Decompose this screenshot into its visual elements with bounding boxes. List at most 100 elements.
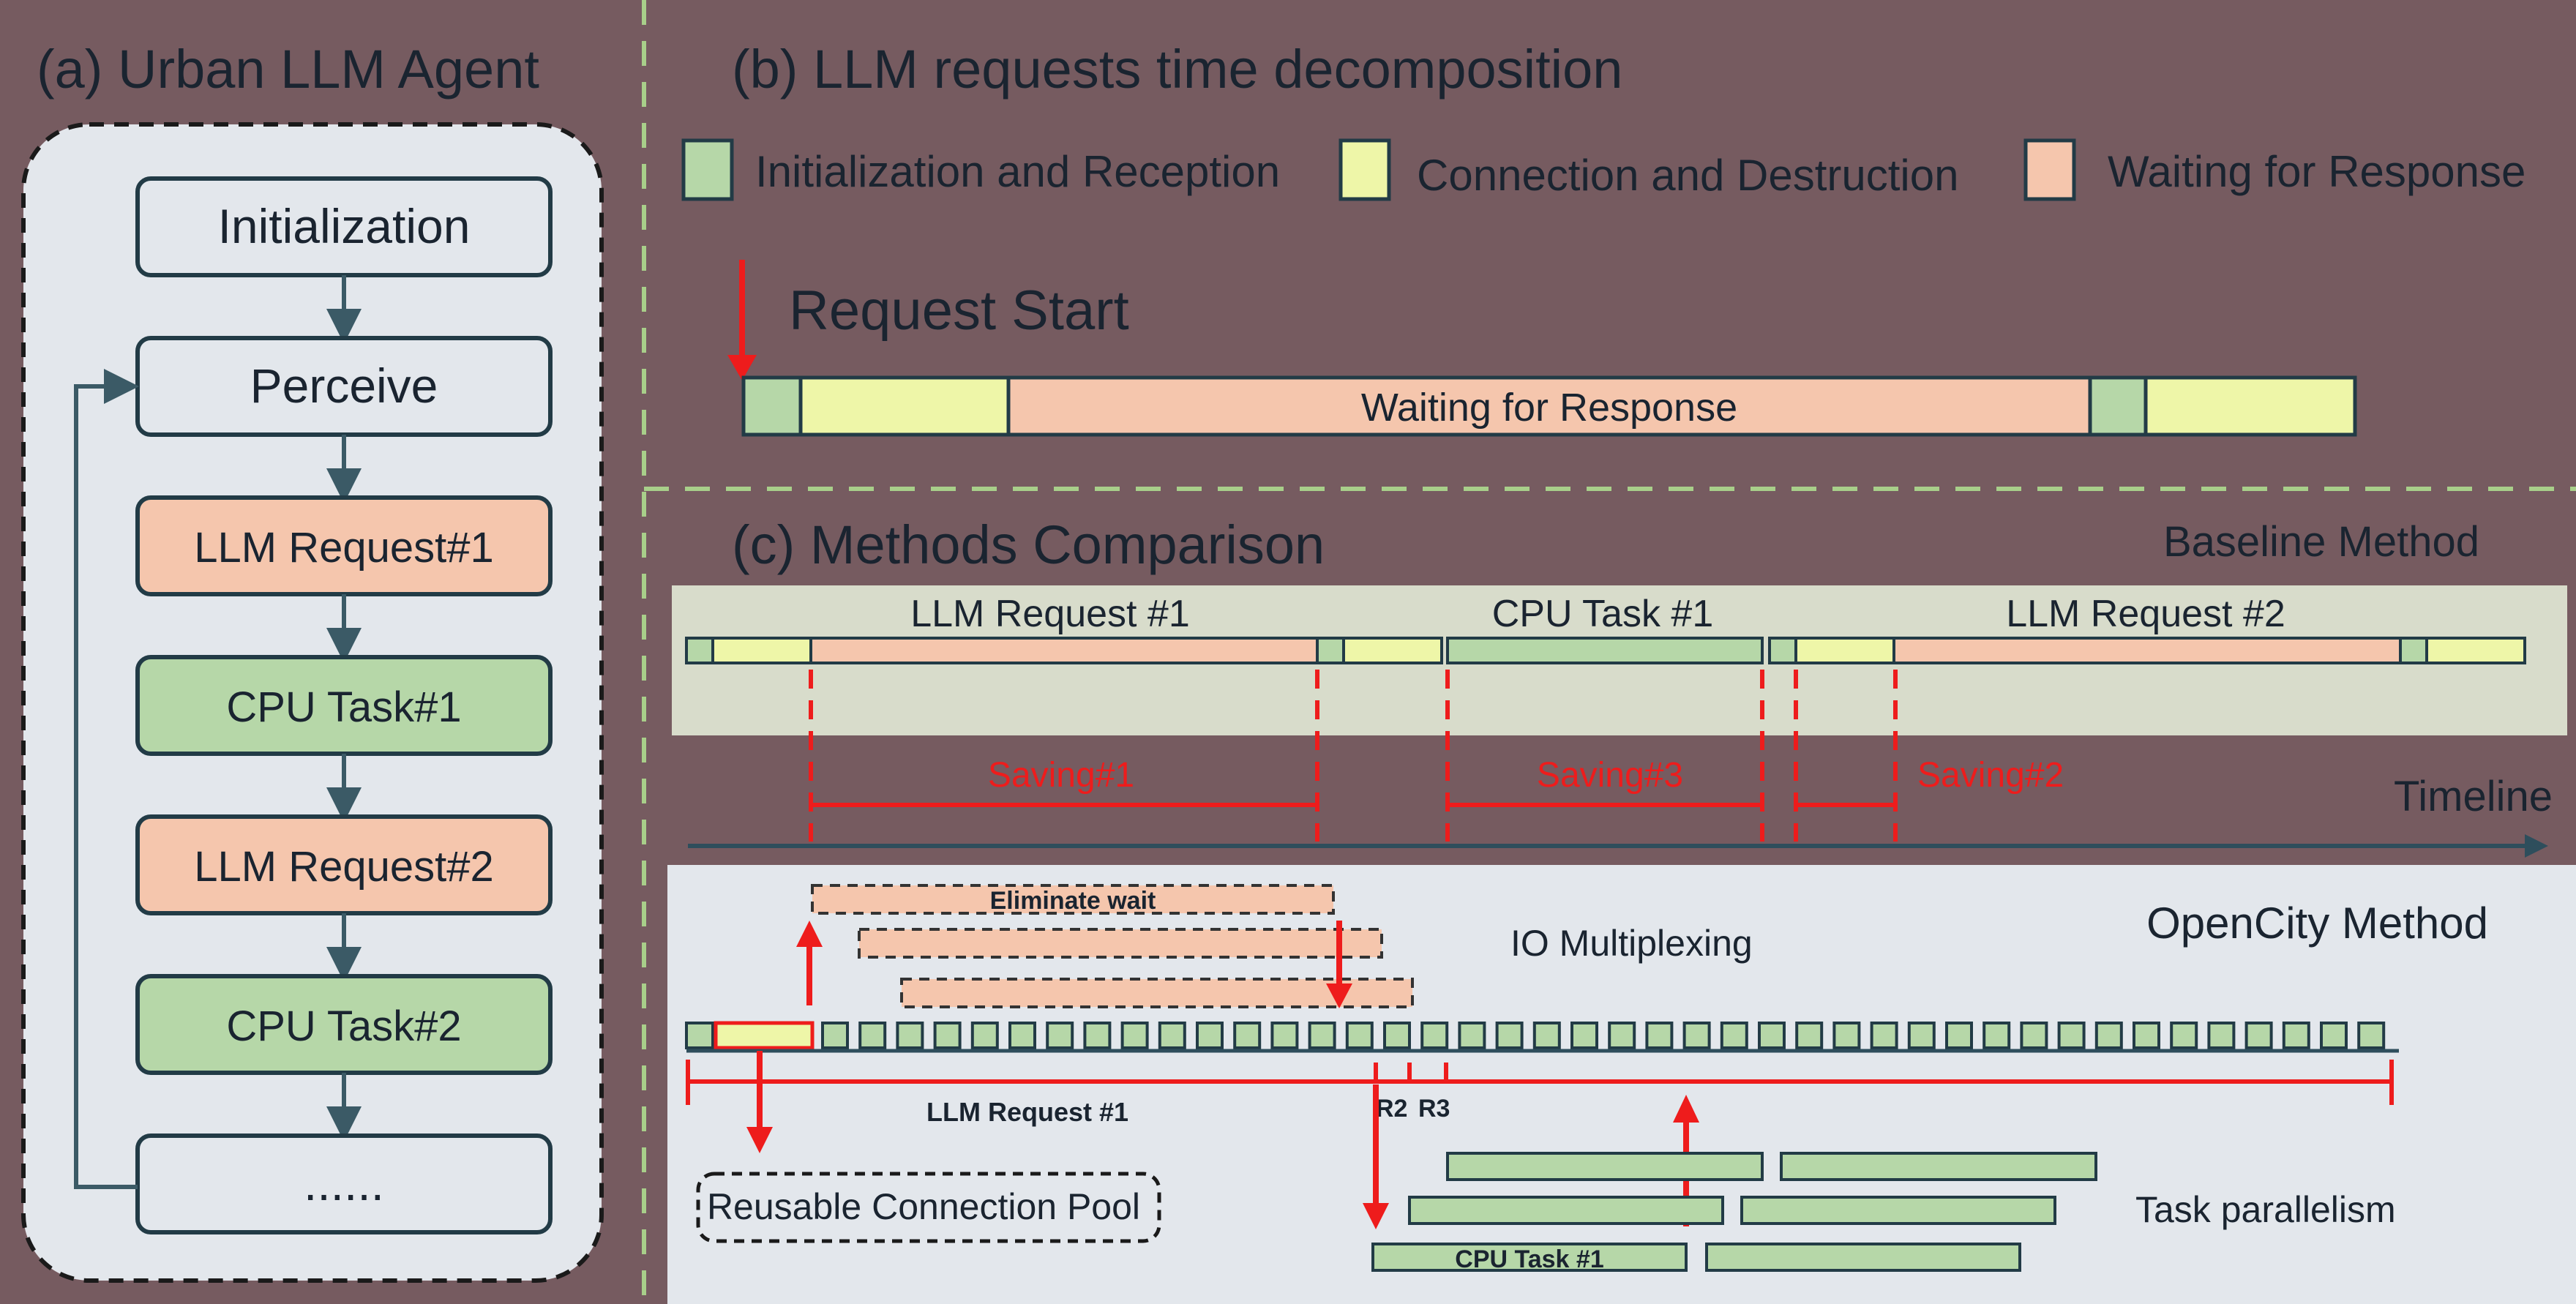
reception-square <box>1383 1022 1411 1049</box>
saving-3-label: Saving#3 <box>1537 756 1683 795</box>
bar-reception <box>2088 375 2148 437</box>
oc-reception-squares <box>821 1022 2386 1049</box>
reception-square <box>1158 1022 1186 1049</box>
eliminate-wait-label: Eliminate wait <box>990 887 1156 915</box>
reception-square <box>1008 1022 1036 1049</box>
panel-c: (c) Methods Comparison Baseline Method L… <box>667 514 2576 1304</box>
reception-square <box>1832 1022 1861 1049</box>
reception-square <box>2133 1022 2160 1049</box>
reception-square <box>2057 1022 2086 1049</box>
decomposition-bar: Waiting for Response <box>741 375 2357 437</box>
reception-square <box>1682 1022 1711 1049</box>
r2-label: R2 <box>1376 1095 1407 1123</box>
reception-square <box>1345 1022 1374 1049</box>
legend-swatch-yellow <box>1338 138 1391 201</box>
saving-1-label: Saving#1 <box>988 756 1134 795</box>
agent-step-label: CPU Task#2 <box>226 1003 461 1050</box>
saving-2-label: Saving#2 <box>1917 756 2064 795</box>
reception-square <box>2170 1022 2198 1049</box>
request-start-label: Request Start <box>789 280 1129 342</box>
oc-llm-request-1-label: LLM Request #1 <box>926 1097 1128 1127</box>
baseline-seg-dest-2 <box>2425 637 2526 664</box>
bar-waiting <box>1006 375 2092 437</box>
mux-request-1 <box>811 884 1335 915</box>
reception-square <box>1420 1022 1449 1049</box>
opencity-method-label: OpenCity Method <box>2146 899 2488 948</box>
agent-step-box <box>135 1133 553 1234</box>
timeline-label: Timeline <box>2394 773 2553 820</box>
baseline-seg-recv-1 <box>1316 637 1345 664</box>
r3-label: R3 <box>1418 1095 1450 1123</box>
reception-square <box>2020 1022 2048 1049</box>
connect-up-arrowhead <box>796 921 823 947</box>
reception-square <box>1870 1022 1898 1049</box>
cpu-task-c1 <box>1371 1243 1688 1272</box>
reception-square <box>2320 1022 2348 1049</box>
reception-square <box>1196 1022 1224 1049</box>
timeline-arrowhead <box>2525 834 2548 858</box>
bar-connection <box>798 375 1011 437</box>
baseline-cpu-task-1: CPU Task #1 <box>1492 593 1714 635</box>
reception-square <box>1945 1022 1973 1049</box>
connection-pool-box <box>696 1172 1161 1243</box>
agent-step-label: LLM Request#1 <box>194 524 493 572</box>
legend-swatch-salmon <box>2023 138 2076 201</box>
reception-square <box>1608 1022 1636 1049</box>
pool-down-arrowhead <box>746 1127 773 1153</box>
reception-square <box>1758 1022 1786 1049</box>
agent-step-label: ...... <box>304 1156 384 1210</box>
bar-destruction <box>2143 375 2357 437</box>
baseline-method-label: Baseline Method <box>2163 518 2479 566</box>
loop-back-arrow <box>74 369 139 1189</box>
oc-init <box>685 1022 714 1049</box>
reception-square <box>1982 1022 2011 1049</box>
legend: Initialization and Reception Connection … <box>681 138 2526 201</box>
reception-square <box>858 1022 887 1049</box>
baseline-seg-init-2 <box>1768 637 1797 664</box>
cpu-task-1-label: CPU Task #1 <box>1455 1245 1603 1273</box>
panel-b-title: (b) LLM requests time decomposition <box>732 39 1622 100</box>
mux-request-2 <box>858 928 1383 959</box>
reception-square <box>1570 1022 1598 1049</box>
reception-square <box>2282 1022 2310 1049</box>
reception-square <box>1458 1022 1486 1049</box>
baseline-seg-dest-1 <box>1342 637 1443 664</box>
bar-waiting-label: Waiting for Response <box>1361 386 1737 430</box>
io-multiplexing-label: IO Multiplexing <box>1510 923 1753 964</box>
baseline-llm-request-2: LLM Request #2 <box>2006 593 2285 635</box>
baseline-seg-wait-2 <box>1892 637 2402 664</box>
reception-square <box>1907 1022 1936 1049</box>
legend-label-waiting: Waiting for Response <box>2108 147 2526 196</box>
panel-a-title: (a) Urban LLM Agent <box>37 39 539 100</box>
panel-c-title: (c) Methods Comparison <box>732 514 1325 575</box>
eliminate-wait-arrowhead <box>1326 983 1352 1008</box>
reception-square <box>1720 1022 1748 1049</box>
reception-square <box>1645 1022 1674 1049</box>
agent-step-label: Perceive <box>250 359 438 413</box>
reception-square <box>2357 1022 2386 1049</box>
reception-square <box>896 1022 924 1049</box>
baseline-seg-recv-2 <box>2399 637 2428 664</box>
reception-square <box>1308 1022 1336 1049</box>
reception-square <box>1233 1022 1262 1049</box>
panel-a: (a) Urban LLM Agent InitializationPercei… <box>21 39 604 1283</box>
reception-square <box>1046 1022 1074 1049</box>
legend-swatch-green <box>681 138 734 201</box>
reception-square <box>2244 1022 2273 1049</box>
panel-b: (b) LLM requests time decomposition Init… <box>681 39 2526 437</box>
llm-request-span <box>686 1060 2394 1105</box>
agent-step-label: CPU Task#1 <box>226 683 461 731</box>
parallel-cpu-tasks <box>1371 1152 2097 1272</box>
baseline-llm-request-1: LLM Request #1 <box>910 593 1190 635</box>
baseline-seg-cpu-1 <box>1446 637 1764 664</box>
reception-square <box>1270 1022 1299 1049</box>
agent-step-label: LLM Request#2 <box>194 843 493 891</box>
baseline-seg-conn-2 <box>1794 637 1895 664</box>
reception-square <box>2094 1022 2123 1049</box>
reception-square <box>1495 1022 1524 1049</box>
baseline-seg-conn-1 <box>711 637 812 664</box>
reception-square <box>1120 1022 1149 1049</box>
connection-pool-label: Reusable Connection Pool <box>707 1186 1140 1227</box>
